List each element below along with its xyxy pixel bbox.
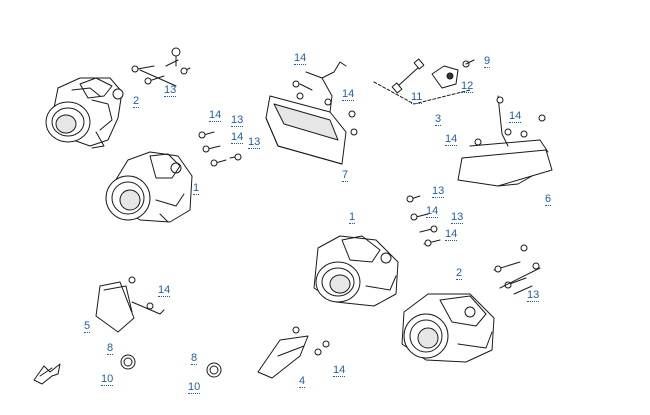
marker-lamp-middle (206, 362, 222, 378)
instrument-housing-7 (265, 61, 358, 165)
callout-5[interactable]: 5 (84, 320, 91, 333)
screws-lower-2 (493, 244, 541, 295)
callout-2[interactable]: 2 (133, 95, 140, 108)
callout-13[interactable]: 13 (164, 84, 177, 97)
callout-14[interactable]: 14 (333, 364, 346, 377)
front-arrow-icon (33, 363, 61, 385)
callout-10[interactable]: 10 (188, 381, 201, 394)
callout-14[interactable]: 14 (445, 228, 458, 241)
callout-14[interactable]: 14 (509, 110, 522, 123)
callout-2[interactable]: 2 (456, 267, 463, 280)
callout-9[interactable]: 9 (484, 55, 491, 68)
sensor-cable-11 (391, 58, 425, 94)
callout-8[interactable]: 8 (191, 352, 198, 365)
callout-14[interactable]: 14 (342, 88, 355, 101)
screws-top-left (131, 47, 191, 87)
callout-14[interactable]: 14 (231, 131, 244, 144)
callout-13[interactable]: 13 (248, 136, 261, 149)
callout-8[interactable]: 8 (107, 342, 114, 355)
headlamp-assembly-upper-1 (105, 151, 193, 223)
headlamp-assembly-lower-2 (401, 293, 495, 363)
headlamp-assembly-lower-1 (313, 235, 399, 307)
callout-1[interactable]: 1 (193, 182, 200, 195)
headlamp-assembly-top-left (45, 77, 124, 149)
reflector-plate-4 (257, 326, 330, 379)
callout-13[interactable]: 13 (432, 185, 445, 198)
sensor-unit-12 (431, 59, 475, 89)
callout-14[interactable]: 14 (426, 205, 439, 218)
callout-11[interactable]: 11 (411, 91, 423, 104)
bracket-group-3 (373, 81, 471, 105)
callout-14[interactable]: 14 (209, 109, 222, 122)
callout-6[interactable]: 6 (545, 193, 552, 206)
callout-14[interactable]: 14 (294, 52, 307, 65)
callout-3[interactable]: 3 (435, 113, 442, 126)
marker-lamp-left (120, 354, 136, 370)
callout-1[interactable]: 1 (349, 211, 356, 224)
housing-6 (457, 95, 553, 187)
screws-lower-1 (406, 195, 441, 247)
callout-14[interactable]: 14 (445, 133, 458, 146)
lamp-bracket-5 (95, 276, 165, 333)
callout-13[interactable]: 13 (231, 114, 244, 127)
callout-7[interactable]: 7 (342, 169, 349, 182)
callout-13[interactable]: 13 (451, 211, 464, 224)
callout-4[interactable]: 4 (299, 375, 306, 388)
callout-14[interactable]: 14 (158, 284, 171, 297)
callout-10[interactable]: 10 (101, 373, 114, 386)
callout-13[interactable]: 13 (527, 289, 540, 302)
callout-12[interactable]: 12 (461, 80, 474, 93)
screws-upper-1 (198, 131, 242, 167)
